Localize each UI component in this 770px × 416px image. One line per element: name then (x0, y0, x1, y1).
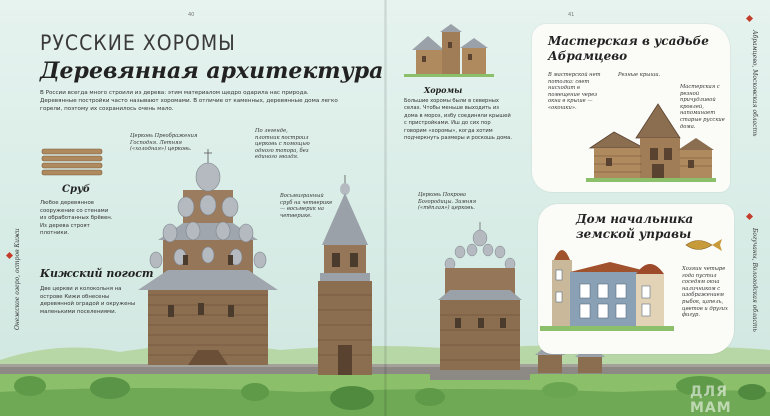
intro-text: В России всегда много строили из дерева:… (40, 90, 338, 112)
workshop-title: Мастерская в усадьбе Абрамцево (548, 34, 709, 63)
right-side-caption-top: Абрамцево, Московская область (751, 30, 758, 137)
page-title: РУССКИЕ ХОРОМЫ (40, 31, 236, 55)
transfiguration-church-illustration (138, 149, 278, 365)
zemstvo-house-illustration (540, 250, 674, 331)
log-frame-illustration (41, 148, 103, 176)
khoromy-heading: Хоромы (424, 85, 463, 95)
workshop-note-right: Мастерская с резной причудливой кровлей,… (680, 84, 725, 130)
fish-carving-icon (685, 239, 722, 251)
pogost-heading: Кижский погост (40, 267, 154, 280)
note-pokrov: Церковь Покрова Богородицы. Зимняя («тёп… (418, 192, 477, 212)
workshop-note-mid: Резные крыши. (618, 72, 661, 78)
sruб-heading: Сруб (62, 184, 91, 195)
left-side-caption: Онежское озеро, остров Кижи (14, 228, 21, 330)
workshop-illustration (586, 103, 716, 182)
zemstvo-title: Дом начальника земской управы (576, 212, 694, 241)
workshop-note-left: В мастерской нет потолка: свет нисходит … (548, 72, 601, 111)
pogost-text: Две церкви и колокольня на острове Кижи … (40, 286, 136, 315)
note-transfiguration: Церковь Преображения Господня. Летняя («… (130, 133, 198, 153)
zemstvo-note: Хозяин четыре года пустил соседям окна н… (682, 266, 728, 319)
sruб-text: Любое деревянное сооружение со стенами и… (40, 200, 113, 237)
note-belfry: Восьмигранный сруб на четверике — восьме… (280, 193, 333, 219)
khoromy-text: Большие хоромы были в северных селах. Чт… (404, 98, 512, 142)
bell-tower-illustration (318, 175, 372, 375)
watermark: ДЛЯ МАМ (690, 384, 732, 416)
page-number-right: 41 (568, 12, 575, 18)
khoromy-illustration (404, 24, 494, 77)
right-side-caption-bottom: Богучаны, Вологодская область (751, 228, 758, 332)
page-subtitle: Деревянная архитектура (40, 58, 384, 84)
page-gutter (384, 0, 387, 416)
note-nails-legend: По легенде, плотник построил церковь с п… (255, 128, 310, 161)
pokrov-church-illustration (430, 222, 530, 380)
page-number-left: 40 (188, 12, 195, 18)
